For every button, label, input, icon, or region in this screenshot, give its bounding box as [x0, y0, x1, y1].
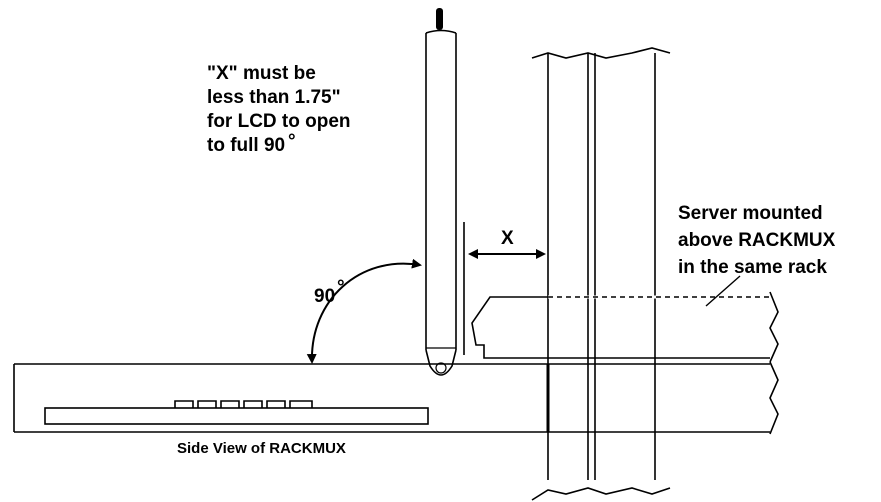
- rackmux-base: [13, 361, 779, 435]
- x-label: X: [501, 228, 514, 249]
- server-chassis: [471, 291, 779, 363]
- server-label: Server mounted above RACKMUX in the same…: [678, 203, 841, 278]
- angle-label: 90: [314, 286, 335, 307]
- angle-degree-symbol: °: [337, 277, 345, 298]
- angle-arc-arrow: [306, 258, 422, 364]
- note-degree-symbol: °: [288, 131, 296, 152]
- side-view-caption: Side View of RACKMUX: [177, 440, 346, 457]
- server-leader-line: [705, 275, 741, 307]
- lcd-handle: [436, 8, 443, 30]
- lcd-panel: [425, 29, 457, 376]
- clearance-note: "X" must be less than 1.75" for LCD to o…: [207, 63, 356, 156]
